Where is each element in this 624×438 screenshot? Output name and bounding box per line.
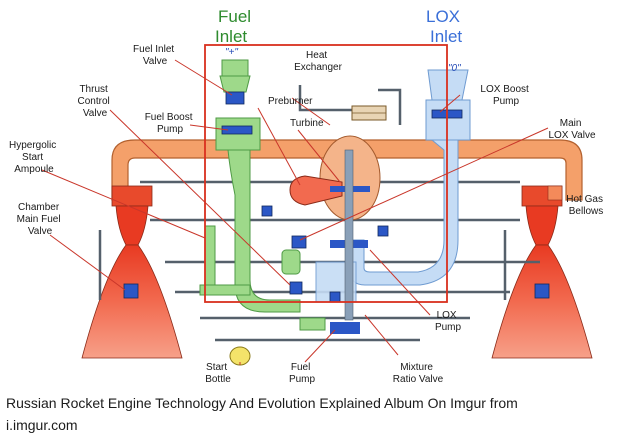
lox-inlet-title-line2: Inlet [430, 27, 462, 46]
label-lox-boost-pump: LOX Boost Pump [480, 84, 531, 107]
label-chamber-main-fuel-valve: Chamber Main Fuel Valve [17, 202, 64, 237]
label-hypergolic-start-ampoule: Hypergolic Start Ampoule [9, 140, 59, 175]
fuel-pump-impeller [330, 322, 360, 334]
fuel-inlet-title-line1: Fuel [218, 7, 251, 26]
label-thrust-control-valve: Thrust Control Valve [77, 84, 112, 119]
label-hot-gas-bellows: Hot Gas Bellows [566, 194, 605, 217]
label-heat-exchanger: Heat Exchanger [294, 50, 342, 73]
label-preburner: Preburner [268, 96, 313, 107]
left-nozzle [81, 244, 183, 359]
hot-gas-bellows [547, 185, 563, 201]
left-engine [81, 185, 183, 359]
caption-line-1: Russian Rocket Engine Technology And Evo… [6, 395, 518, 411]
heat-exchanger [351, 105, 387, 121]
leader-lines [41, 59, 549, 365]
label-turbine: Turbine [290, 118, 324, 129]
fuel-plumbing [199, 59, 326, 331]
caption-line-2: i.imgur.com [6, 417, 78, 433]
fuel-inlet-duct [221, 59, 249, 77]
right-chamber [525, 205, 559, 246]
lox-inlet-duct [427, 69, 469, 101]
label-main-lox-valve: Main LOX Valve [548, 118, 595, 141]
lox-inlet-title-line1: LOX [426, 7, 460, 26]
label-fuel-inlet-valve: Fuel Inlet Valve [133, 44, 177, 67]
rocket-engine-schematic: Fuel Inlet LOX Inlet "+" "0" Fuel Inlet … [9, 7, 605, 385]
label-lox-pump: LOX Pump [435, 310, 462, 333]
turbine-assembly [289, 135, 381, 334]
image-caption: Russian Rocket Engine Technology And Evo… [6, 392, 618, 436]
fuel-inlet-title-line2: Inlet [215, 27, 247, 46]
right-chamber-valve [534, 283, 550, 299]
fuel-inlet-valve [225, 91, 245, 105]
label-fuel-boost-pump: Fuel Boost Pump [145, 112, 196, 135]
label-mixture-ratio-valve: Mixture Ratio Valve [393, 362, 444, 385]
left-chamber-valve [123, 283, 139, 299]
fuel-main-duct [227, 149, 301, 313]
thrust-control-valve [289, 281, 303, 295]
lox-tag-zero: "0" [448, 63, 461, 74]
fuel-tag-plus: "+" [225, 47, 238, 58]
fuel-boost-pump-rotor [221, 125, 253, 135]
label-start-bottle: Start Bottle [205, 362, 231, 385]
right-nozzle [491, 244, 593, 359]
right-engine [491, 185, 593, 359]
label-fuel-pump: Fuel Pump [289, 362, 316, 385]
